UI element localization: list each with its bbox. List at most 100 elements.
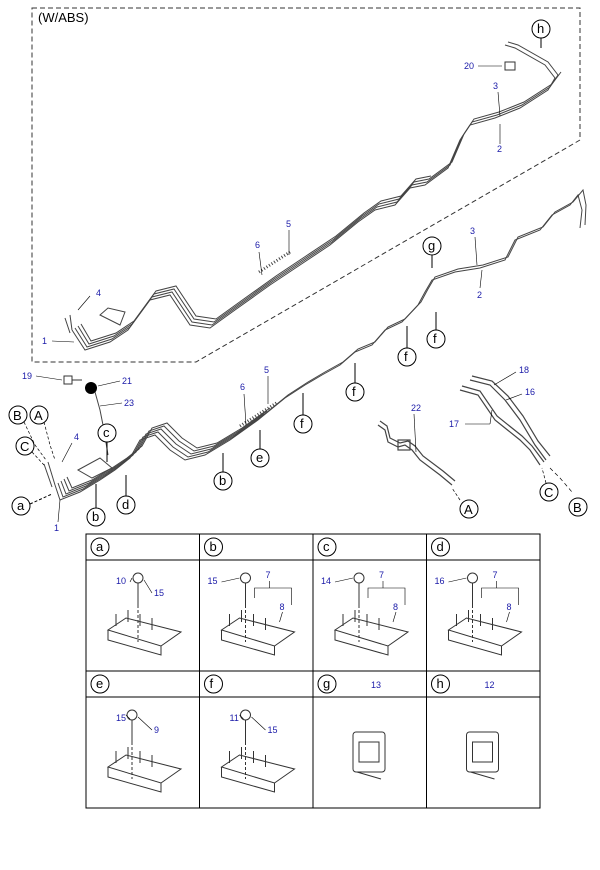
svg-text:b: b — [92, 509, 99, 524]
callout-f-2: f — [397, 326, 417, 367]
clip-illustration — [220, 709, 296, 793]
part-number-5: 5 — [286, 219, 291, 229]
svg-text:B: B — [573, 500, 582, 515]
svg-text:B: B — [13, 408, 22, 423]
svg-text:A: A — [34, 408, 43, 423]
detail-letter: f — [210, 676, 214, 691]
callout-h: h — [531, 19, 551, 48]
leader-to-B — [549, 467, 573, 493]
detail-part-number: 7 — [266, 570, 271, 580]
bolt-19 — [63, 375, 82, 385]
part-number-21: 21 — [122, 376, 132, 386]
detail-letter: d — [437, 539, 444, 554]
upper-brake-lines — [64, 41, 562, 351]
detail-part-number: 8 — [393, 602, 398, 612]
detail-part-number: 8 — [507, 602, 512, 612]
abs-region-border — [31, 7, 581, 363]
detail-part-number: 8 — [280, 602, 285, 612]
detail-part-number: 9 — [154, 725, 159, 735]
svg-text:A: A — [464, 502, 473, 517]
clip-illustration — [106, 709, 183, 793]
svg-text:c: c — [103, 425, 110, 440]
part-number-19: 19 — [22, 371, 32, 381]
part-number-1: 1 — [42, 336, 47, 346]
callout-e: e — [250, 430, 270, 468]
detail-cell-c: c 14 7 8 — [317, 537, 410, 656]
part-number-6: 6 — [255, 240, 260, 250]
hose-16-17 — [459, 375, 551, 466]
part-number-23: 23 — [124, 398, 134, 408]
part-number-17: 17 — [449, 419, 459, 429]
detail-part-number: 14 — [321, 576, 331, 586]
detail-cell-f: f 11 15 — [204, 674, 296, 793]
detail-part-number: 15 — [268, 725, 278, 735]
detail-letter: e — [96, 676, 103, 691]
clip-20 — [504, 61, 516, 71]
detail-part-number: 12 — [485, 680, 495, 690]
detail-letter: a — [96, 539, 104, 554]
detail-part-number: 7 — [379, 570, 384, 580]
part-number-4: 4 — [96, 288, 101, 298]
svg-text:f: f — [352, 384, 356, 399]
clip-illustration — [106, 572, 183, 656]
svg-text:g: g — [428, 238, 435, 253]
hose-22 — [377, 420, 456, 486]
detail-letter: b — [210, 539, 217, 554]
detail-part-number: 15 — [154, 588, 164, 598]
callout-b-upper: b — [213, 453, 233, 491]
callout-B-right: B — [568, 497, 588, 517]
part-number-4-lower: 4 — [74, 432, 79, 442]
part-number-2-lower: 2 — [477, 290, 482, 300]
variant-label: (W/ABS) — [38, 10, 89, 25]
part-number-16: 16 — [525, 387, 535, 397]
detail-part-number: 10 — [116, 576, 126, 586]
clip-illustration — [447, 572, 523, 656]
clip-illustration — [466, 731, 499, 780]
clip-illustration — [333, 572, 410, 656]
callout-f-3: f — [345, 363, 365, 402]
callout-C-right: C — [539, 467, 559, 502]
callout-f-1: f — [426, 312, 446, 349]
svg-text:C: C — [544, 485, 553, 500]
detail-part-number: 13 — [371, 680, 381, 690]
callout-A-left: A — [29, 405, 56, 461]
callout-C-left: C — [15, 436, 45, 466]
svg-text:b: b — [219, 473, 226, 488]
detail-part-number: 16 — [435, 576, 445, 586]
detail-part-number: 7 — [493, 570, 498, 580]
upper-clip-row — [258, 250, 291, 274]
detail-letter: c — [323, 539, 330, 554]
callout-d: d — [116, 475, 136, 515]
detail-cell-h: h 12 — [431, 674, 499, 780]
part-number-2: 2 — [497, 144, 502, 154]
part-number-1-lower: 1 — [54, 523, 59, 533]
svg-text:d: d — [122, 497, 129, 512]
svg-text:a: a — [17, 498, 25, 513]
detail-part-number: 11 — [230, 713, 239, 723]
detail-part-number: 15 — [208, 576, 218, 586]
svg-text:C: C — [20, 439, 29, 454]
callout-a: a — [11, 493, 53, 516]
detail-cell-b: b 15 7 8 — [204, 537, 296, 656]
detail-letter: h — [437, 676, 444, 691]
lower-brake-lines — [43, 188, 587, 501]
part-number-6-lower: 6 — [240, 382, 245, 392]
callout-A-right: A — [451, 487, 479, 519]
svg-text:h: h — [537, 21, 544, 36]
part-number-20: 20 — [464, 61, 474, 71]
part-number-5-lower: 5 — [264, 365, 269, 375]
svg-text:e: e — [256, 450, 263, 465]
part-number-22: 22 — [411, 403, 421, 413]
clip-illustration — [220, 572, 296, 656]
callout-g: g — [422, 236, 442, 268]
part-number-3: 3 — [493, 81, 498, 91]
detail-cell-d: d 16 7 8 — [431, 537, 523, 656]
detail-cell-a: a 10 15 — [90, 537, 183, 656]
bracket-21 — [85, 382, 109, 456]
part-number-3-lower: 3 — [470, 226, 475, 236]
